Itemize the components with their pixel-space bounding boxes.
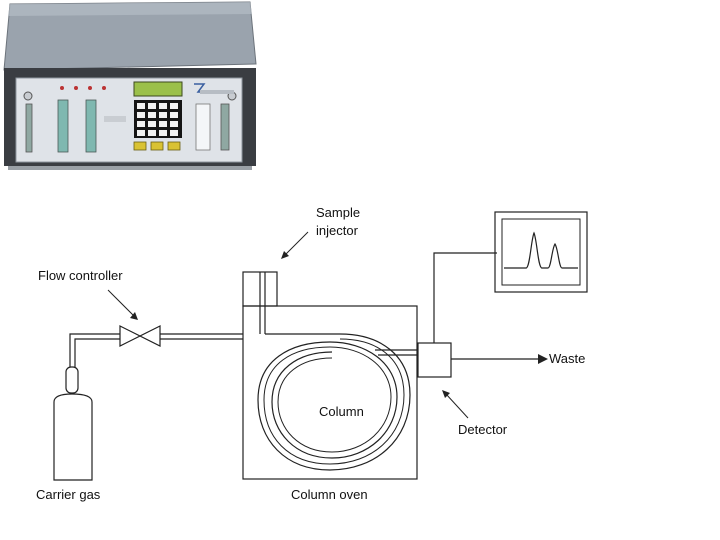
label-column-oven: Column oven <box>291 487 368 502</box>
waste-line <box>451 354 548 364</box>
label-flow-controller: Flow controller <box>38 268 123 283</box>
flowmeter-tube-2 <box>85 99 97 153</box>
signal-line <box>433 252 497 343</box>
detector-arrow <box>442 390 469 419</box>
carrier-gas-cylinder <box>53 366 93 481</box>
lcd-display <box>133 81 183 97</box>
knob-left <box>23 91 33 101</box>
column-oven <box>242 305 418 480</box>
label-detector: Detector <box>458 422 508 437</box>
chromatogram-trace <box>504 231 578 269</box>
right-window <box>195 103 211 151</box>
yellow-button-1 <box>133 141 147 151</box>
flowmeter-tube-1 <box>57 99 69 153</box>
yellow-button-2 <box>150 141 164 151</box>
recorder-display <box>494 211 588 293</box>
label-waste: Waste <box>549 351 585 366</box>
yellow-button-3 <box>167 141 181 151</box>
gas-line <box>69 333 243 367</box>
detector <box>417 342 452 378</box>
label-sample-injector-2: injector <box>316 223 359 238</box>
instrument-photo <box>3 1 257 170</box>
flow-controller-valve <box>119 325 161 347</box>
sample-injector-arrow <box>281 231 309 259</box>
keypad <box>134 100 182 138</box>
label-carrier-gas: Carrier gas <box>36 487 101 502</box>
label-column: Column <box>319 404 364 419</box>
sample-injector <box>242 271 278 334</box>
flow-controller-arrow <box>107 289 138 320</box>
column-coil <box>257 333 418 471</box>
label-sample-injector-1: Sample <box>316 205 360 220</box>
